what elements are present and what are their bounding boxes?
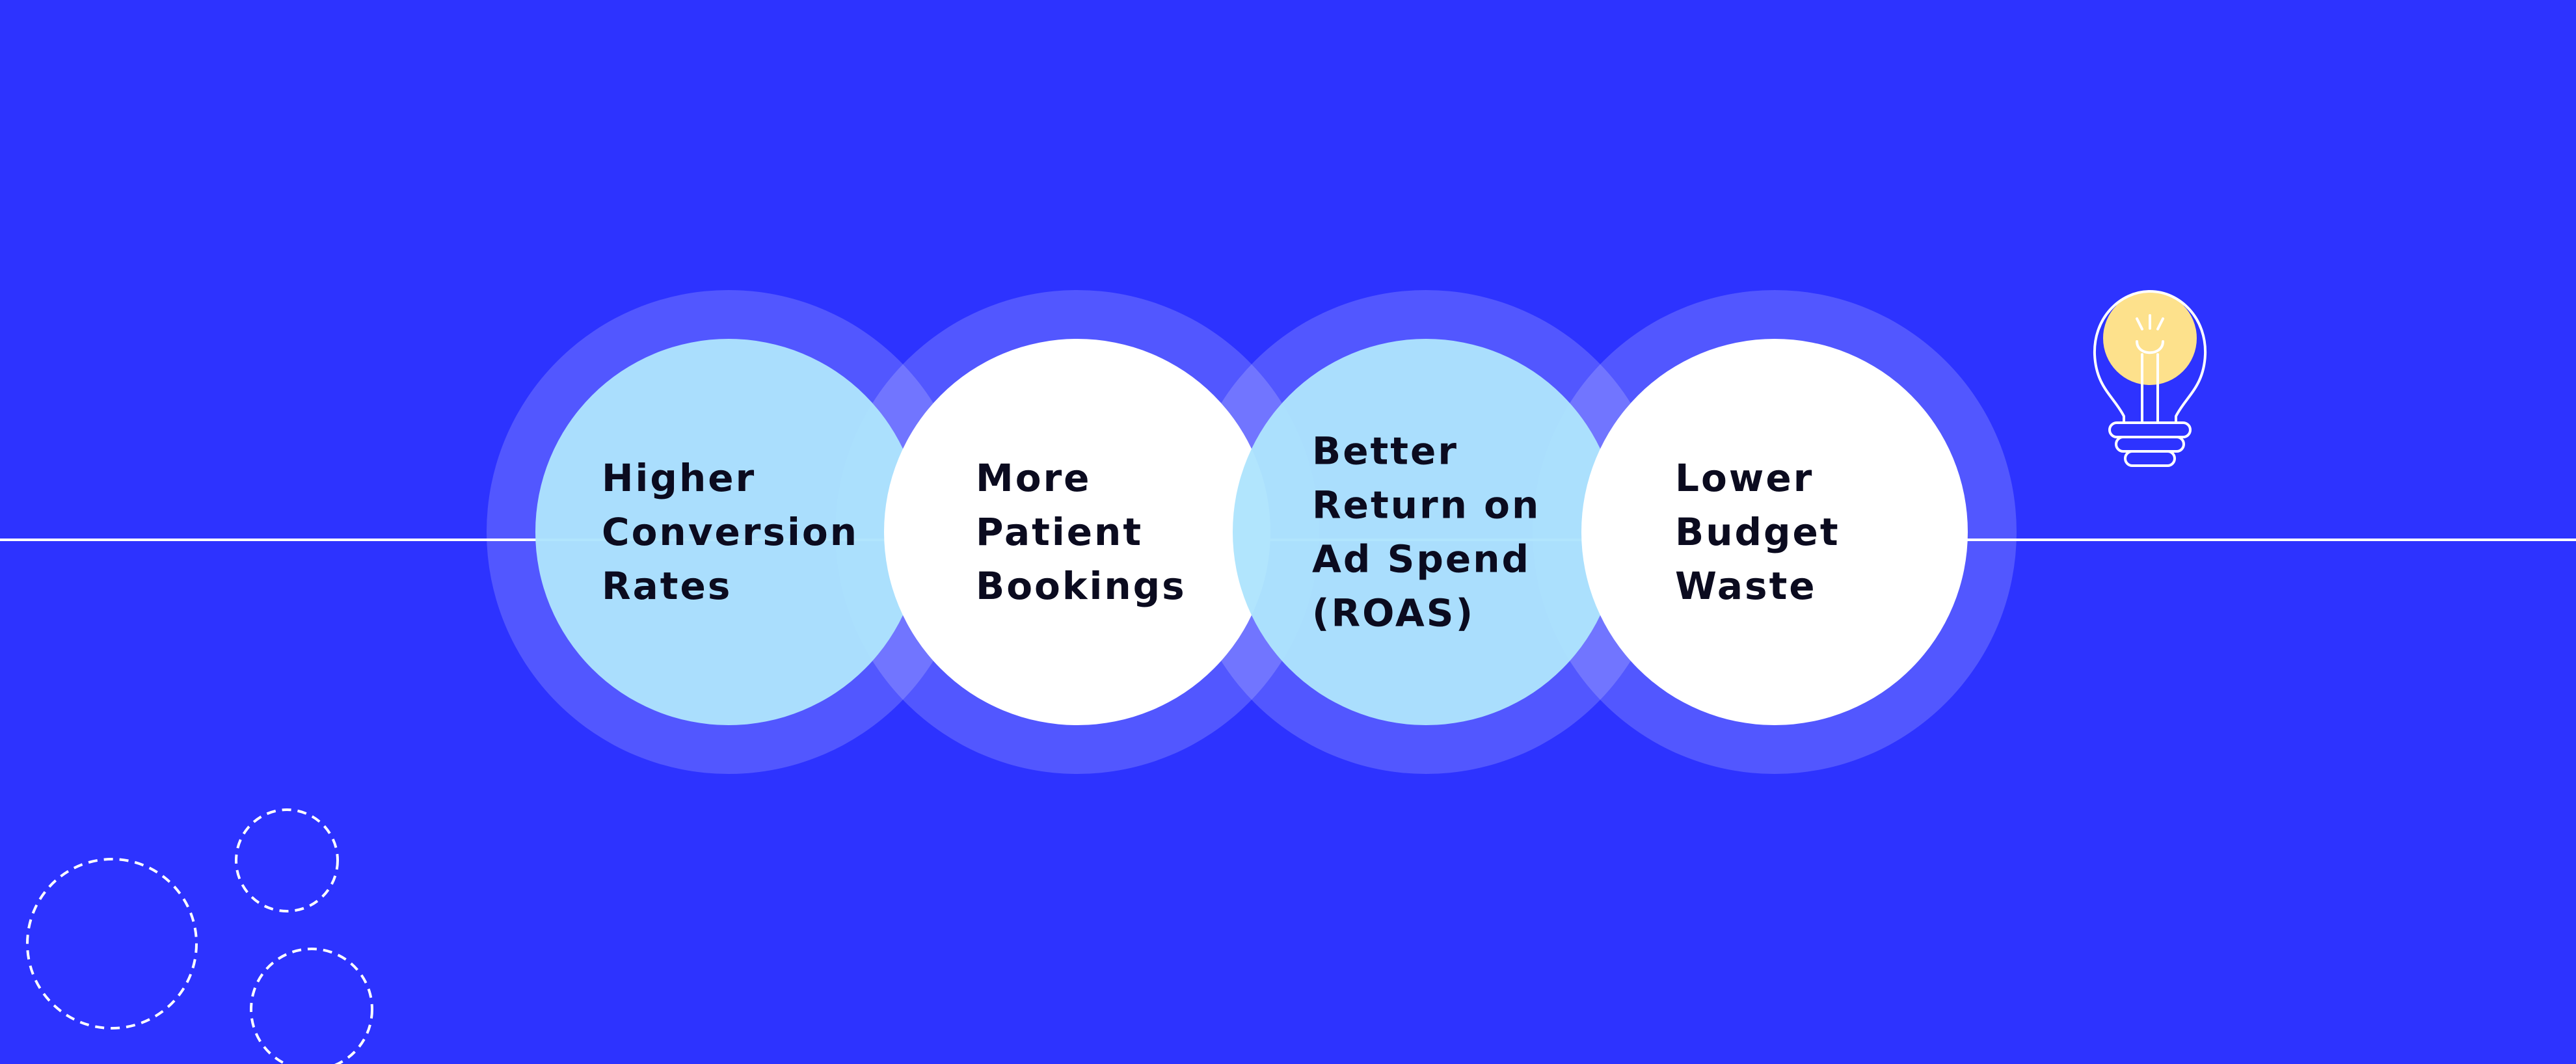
benefit-label-3-line-1: Better	[1312, 429, 1458, 473]
dashed-circle-large	[26, 858, 198, 1030]
benefit-label-1-line-2: Conversion	[602, 510, 859, 554]
benefit-label-2-line-3: Bookings	[976, 564, 1187, 608]
benefit-circle-4	[1581, 339, 1968, 725]
benefit-label-1-line-3: Rates	[602, 564, 732, 608]
dashed-circle-medium	[250, 948, 373, 1064]
benefit-circle-1	[535, 339, 922, 725]
dashed-circle-small	[235, 808, 339, 912]
bulb-glow	[2103, 291, 2197, 385]
benefit-label-4-line-2: Budget	[1675, 510, 1840, 554]
bulb-ray-right	[2156, 317, 2164, 330]
benefit-label-3-line-2: Return on	[1312, 483, 1540, 527]
bulb-glass	[2093, 290, 2207, 424]
benefit-circles	[535, 339, 1968, 725]
benefit-circle-2	[884, 339, 1270, 725]
bulb-filament	[2136, 340, 2164, 354]
bulb-base-3	[2124, 450, 2176, 467]
benefit-label-4-line-3: Waste	[1675, 564, 1817, 608]
benefit-label-4-line-1: Lower	[1675, 456, 1814, 500]
lightbulb-icon	[2093, 290, 2207, 467]
benefit-circle-3	[1233, 339, 1619, 725]
bulb-ray-left	[2136, 317, 2143, 330]
benefit-label-3-line-4: (ROAS)	[1312, 591, 1475, 635]
benefit-label-2-line-2: Patient	[976, 510, 1143, 554]
dashed-circle-decoration	[26, 808, 373, 1064]
benefit-label-3-line-3: Ad Spend	[1312, 537, 1531, 581]
benefit-label-2-line-1: More	[976, 456, 1092, 500]
benefit-label-1-line-1: Higher	[602, 456, 756, 500]
